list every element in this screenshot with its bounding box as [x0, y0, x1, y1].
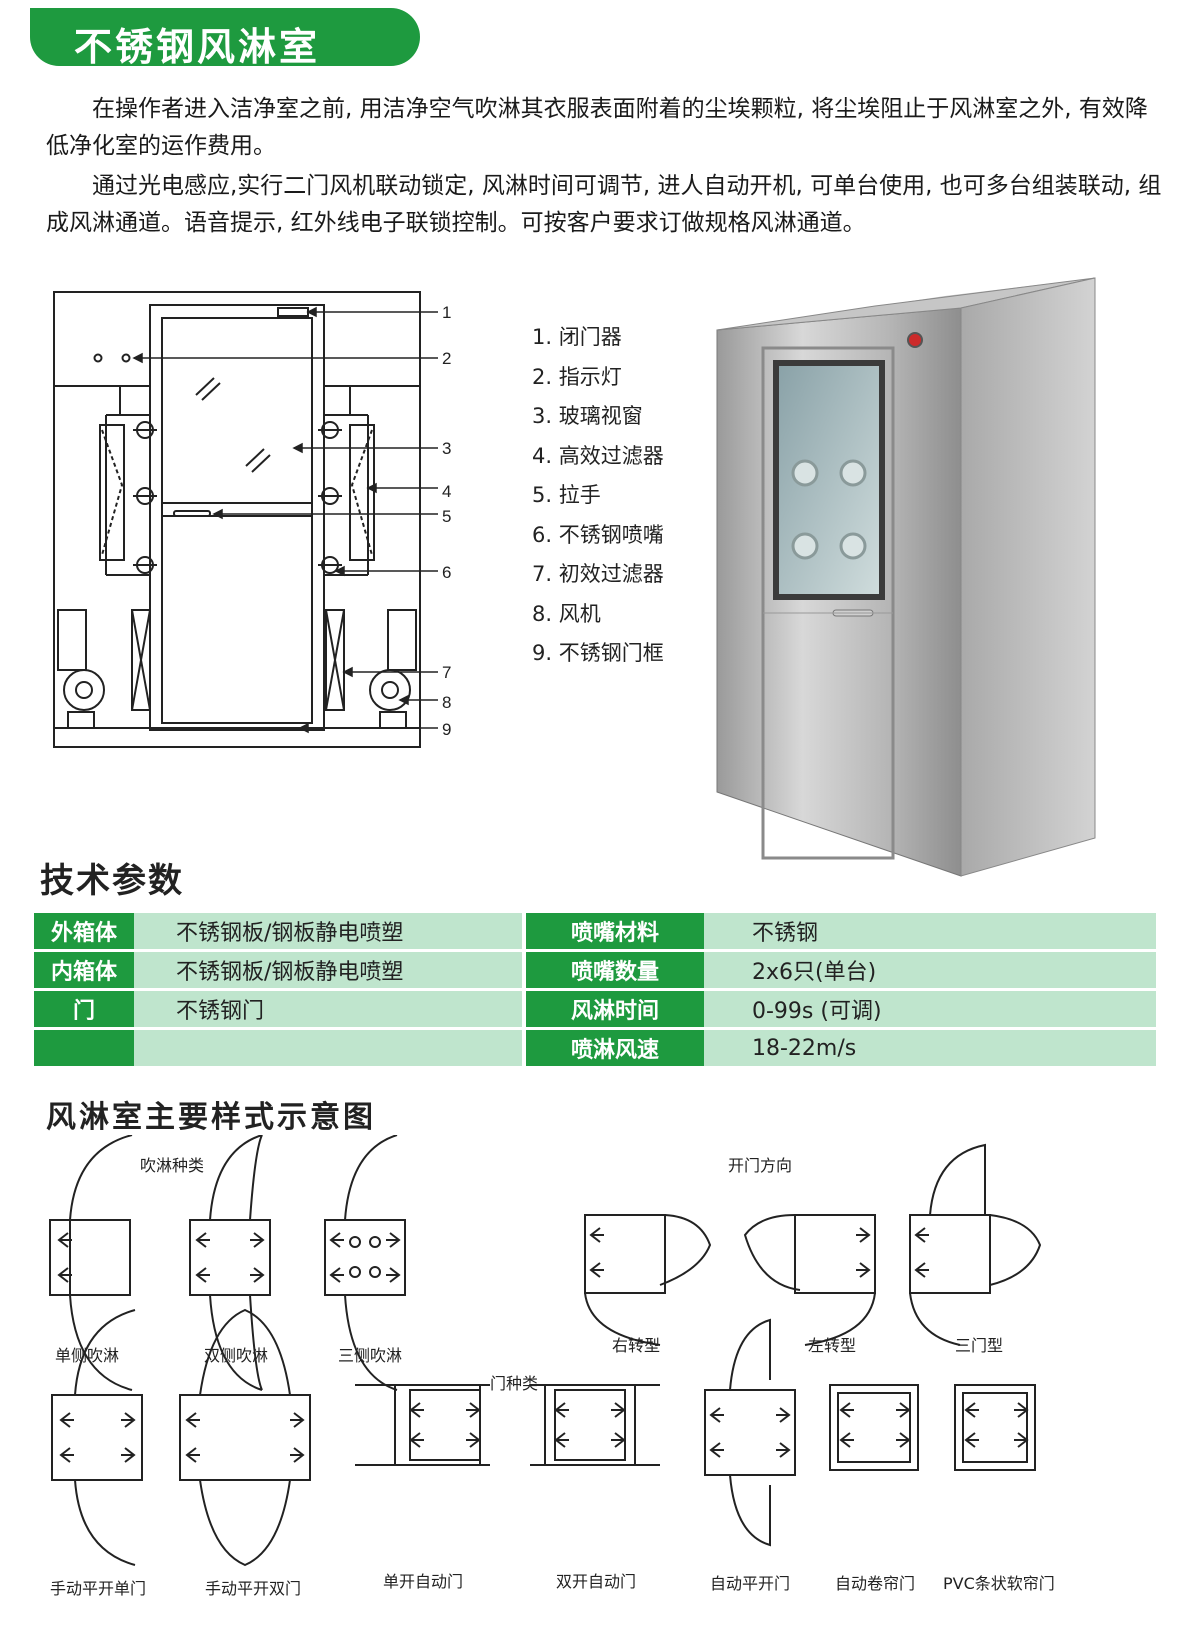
- callout-4: 4: [442, 482, 451, 501]
- table-row: 外箱体 不锈钢板/钢板静电喷塑 喷嘴材料 不锈钢: [34, 913, 1156, 949]
- callout-1: 1: [442, 303, 451, 322]
- callout-6: 6: [442, 563, 451, 582]
- spec-label: 外箱体: [34, 913, 134, 949]
- callout-3: 3: [442, 439, 451, 458]
- table-row: 门 不锈钢门 风淋时间 0-99s (可调): [34, 991, 1156, 1027]
- callout-8: 8: [442, 693, 451, 712]
- spec-label: 内箱体: [34, 952, 134, 988]
- legend-item: 6. 不锈钢喷嘴: [532, 522, 664, 547]
- spec-value: 18-22m/s: [704, 1030, 1156, 1066]
- legend-item: 4. 高效过滤器: [532, 443, 664, 468]
- caption-pvc: PVC条状软帘门: [943, 1574, 1055, 1593]
- group-label-door-type: 门种类: [490, 1374, 539, 1393]
- caption-manual-double: 手动平开双门: [205, 1579, 302, 1598]
- caption-single-side: 单侧吹淋: [55, 1346, 120, 1365]
- tech-spec-table: 外箱体 不锈钢板/钢板静电喷塑 喷嘴材料 不锈钢 内箱体 不锈钢板/钢板静电喷塑…: [34, 910, 1156, 1069]
- table-row: 喷淋风速 18-22m/s: [34, 1030, 1156, 1066]
- spec-value: 不锈钢板/钢板静电喷塑: [134, 913, 522, 949]
- caption-auto-single: 单开自动门: [383, 1572, 464, 1591]
- legend-item: 9. 不锈钢门框: [532, 641, 664, 665]
- caption-triple-side: 三侧吹淋: [338, 1346, 403, 1365]
- caption-manual-single: 手动平开单门: [50, 1579, 147, 1598]
- caption-right-turn: 右转型: [612, 1336, 661, 1355]
- caption-double-side: 双侧吹淋: [204, 1346, 269, 1365]
- tech-section-title: 技术参数: [40, 861, 184, 901]
- caption-auto-roll: 自动卷帘门: [835, 1574, 916, 1593]
- intro-paragraph-2: 通过光电感应,实行二门风机联动锁定, 风淋时间可调节, 进人自动开机, 可单台使…: [46, 173, 1162, 236]
- spec-label: 门: [34, 991, 134, 1027]
- spec-value: 不锈钢: [704, 913, 1156, 949]
- spec-value: [134, 1030, 522, 1066]
- callout-9: 9: [442, 720, 451, 739]
- spec-label: 喷嘴数量: [522, 952, 704, 988]
- caption-left-turn: 左转型: [808, 1336, 857, 1355]
- callout-2: 2: [442, 349, 451, 368]
- group-label-door-direction: 开门方向: [728, 1156, 793, 1175]
- caption-three-door: 三门型: [955, 1336, 1004, 1355]
- legend-item: 8. 风机: [532, 601, 601, 626]
- legend-item: 2. 指示灯: [532, 364, 622, 389]
- spec-label: [34, 1030, 134, 1066]
- spec-value: 2x6只(单台): [704, 952, 1156, 988]
- legend-item: 5. 拉手: [532, 483, 601, 507]
- spec-label: 喷嘴材料: [522, 913, 704, 949]
- styles-diagram: [49, 1135, 1042, 1567]
- intro-paragraph-1: 在操作者进入洁净室之前, 用洁净空气吹淋其衣服表面附着的尘埃颗粒, 将尘埃阻止于…: [46, 96, 1148, 159]
- product-photo: [716, 277, 1096, 877]
- styles-section-title: 风淋室主要样式示意图: [46, 1100, 376, 1135]
- spec-value: 不锈钢门: [134, 991, 522, 1027]
- spec-value: 不锈钢板/钢板静电喷塑: [134, 952, 522, 988]
- spec-value: 0-99s (可调): [704, 991, 1156, 1027]
- structure-diagram: 1 2 3 4 5 6 7 8 9: [53, 291, 451, 748]
- title-banner: 不锈钢风淋室: [30, 8, 420, 69]
- page-title: 不锈钢风淋室: [74, 25, 321, 69]
- spec-label: 风淋时间: [522, 991, 704, 1027]
- spec-label: 喷淋风速: [522, 1030, 704, 1066]
- caption-auto-swing: 自动平开门: [710, 1574, 791, 1593]
- legend-item: 1. 闭门器: [532, 325, 622, 349]
- caption-auto-double: 双开自动门: [556, 1572, 637, 1591]
- table-row: 内箱体 不锈钢板/钢板静电喷塑 喷嘴数量 2x6只(单台): [34, 952, 1156, 988]
- group-label-spray: 吹淋种类: [140, 1156, 205, 1175]
- legend-item: 7. 初效过滤器: [532, 562, 664, 586]
- component-legend: 1. 闭门器 2. 指示灯 3. 玻璃视窗 4. 高效过滤器 5. 拉手 6. …: [532, 318, 664, 674]
- callout-5: 5: [442, 507, 451, 526]
- callout-7: 7: [442, 663, 451, 682]
- legend-item: 3. 玻璃视窗: [532, 404, 643, 428]
